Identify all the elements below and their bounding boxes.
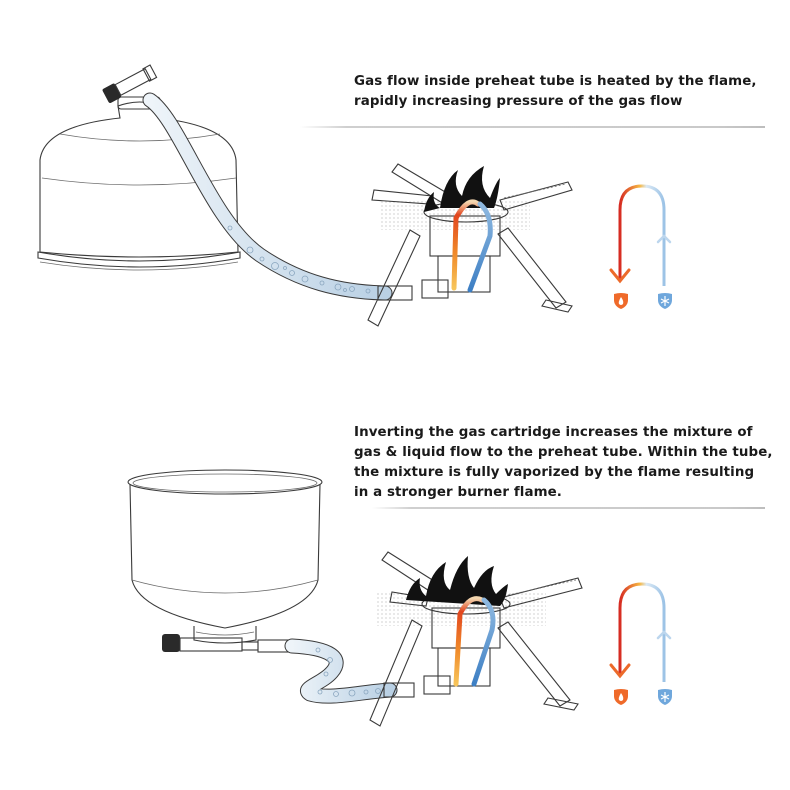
caption-line: gas & liquid flow to the preheat tube. W…	[354, 445, 773, 460]
divider	[372, 507, 765, 509]
caption-line: in a stronger burner flame.	[354, 485, 562, 500]
caption-line: the mixture is fully vaporized by the fl…	[354, 465, 755, 480]
caption-line: Gas flow inside preheat tube is heated b…	[354, 74, 757, 89]
caption-inverted: Inverting the gas cartridge increases th…	[354, 423, 773, 503]
snowflake-shield-icon	[658, 293, 672, 309]
caption-upright: Gas flow inside preheat tube is heated b…	[354, 72, 757, 112]
divider	[300, 126, 765, 128]
snowflake-shield-icon	[658, 689, 672, 705]
caption-line: rapidly increasing pressure of the gas f…	[354, 94, 683, 109]
flame-shield-icon	[614, 689, 628, 705]
flame-shield-icon	[614, 293, 628, 309]
caption-line: Inverting the gas cartridge increases th…	[354, 425, 753, 440]
